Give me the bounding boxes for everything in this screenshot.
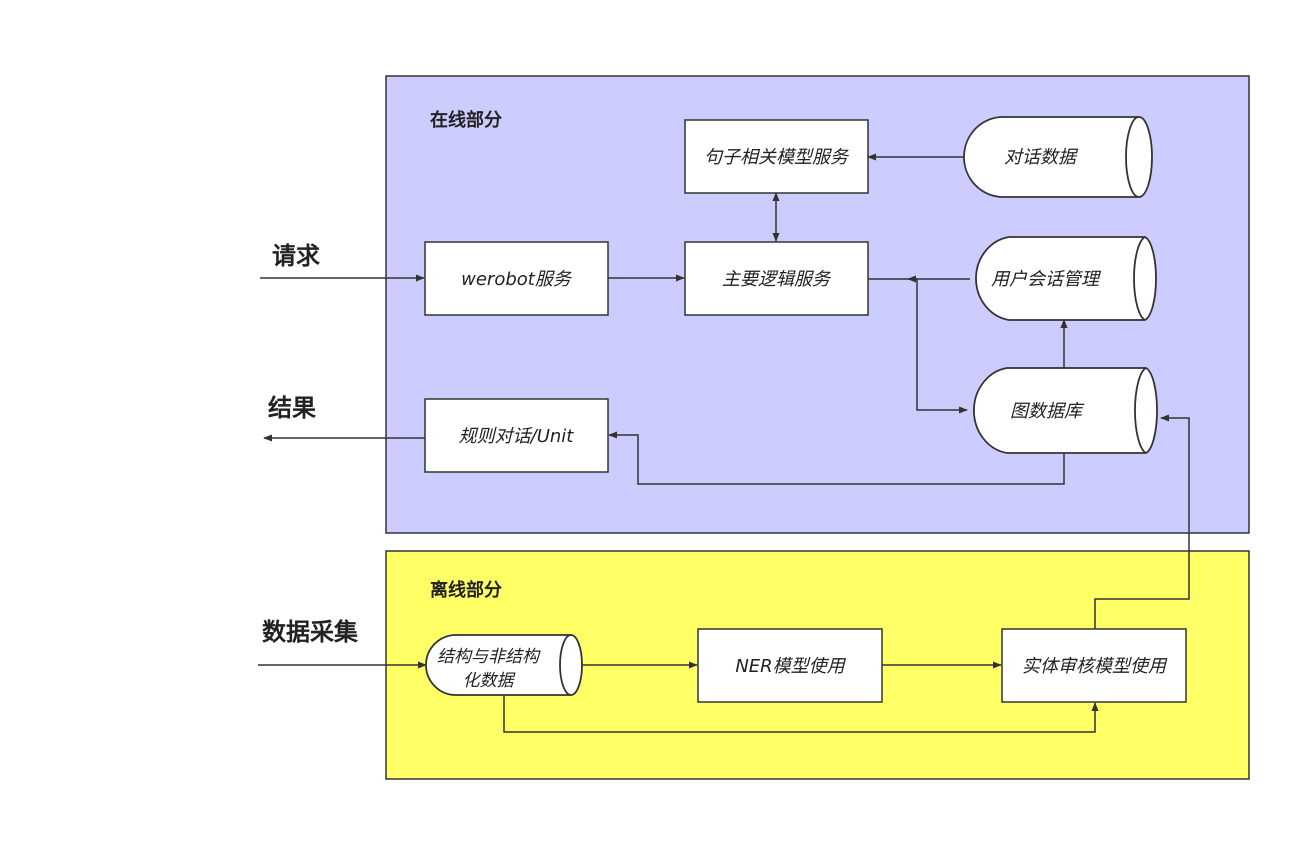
dialog-data-node: 对话数据 <box>963 116 1153 198</box>
ner-model-node: NER模型使用 <box>697 628 883 703</box>
edge-graph-db-to-rule-dialog <box>608 431 1065 485</box>
structured-data-label-line1: 结构与非结构 <box>437 647 541 667</box>
online-region-title: 在线部分 <box>430 109 502 131</box>
request-label: 请求 <box>272 242 320 270</box>
sentence-model-service-label: 句子相关模型服务 <box>704 147 850 168</box>
data-collection-label: 数据采集 <box>262 618 359 646</box>
edge-structured-data-to-entity-review <box>503 696 1099 733</box>
edge-main-logic-to-graph-db <box>868 278 968 414</box>
rule-dialog-node: 规则对话/Unit <box>424 398 609 473</box>
result-label: 结果 <box>268 394 316 422</box>
structured-data-label-line2: 化数据 <box>463 671 517 691</box>
graph-db-label: 图数据库 <box>1010 401 1085 422</box>
ner-model-label: NER模型使用 <box>735 656 846 677</box>
structured-data-node: 结构与非结构 化数据 <box>425 634 583 696</box>
dialog-data-label: 对话数据 <box>1004 147 1079 168</box>
sentence-model-service-node: 句子相关模型服务 <box>684 119 869 194</box>
werobot-service-label: werobot服务 <box>461 269 573 290</box>
main-logic-service-label: 主要逻辑服务 <box>722 269 832 290</box>
graph-db-node: 图数据库 <box>973 367 1158 454</box>
main-logic-service-node: 主要逻辑服务 <box>684 241 869 316</box>
user-session-label: 用户会话管理 <box>991 269 1102 290</box>
user-session-node: 用户会话管理 <box>975 236 1157 321</box>
offline-region-title: 离线部分 <box>430 579 502 601</box>
entity-review-model-label: 实体审核模型使用 <box>1022 656 1168 677</box>
rule-dialog-label: 规则对话/Unit <box>459 426 575 447</box>
werobot-service-node: werobot服务 <box>424 241 609 316</box>
entity-review-model-node: 实体审核模型使用 <box>1001 628 1187 703</box>
edge-entity-review-to-graph-db <box>1094 414 1190 629</box>
